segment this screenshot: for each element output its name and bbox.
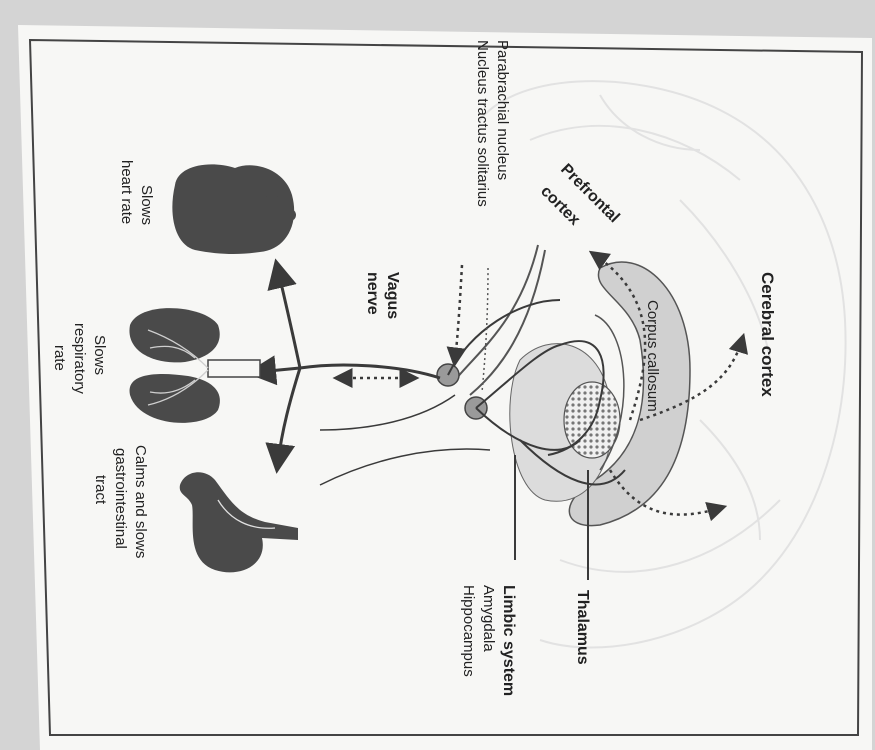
gi-label-line3: tract xyxy=(92,475,109,505)
respiratory-label-line2: respiratory xyxy=(71,323,88,394)
thalamus-label: Thalamus xyxy=(574,590,591,665)
vagus-label-line2: nerve xyxy=(364,272,381,315)
amygdala-label: Amygdala xyxy=(480,585,497,652)
respiratory-label-line3: rate xyxy=(51,345,68,371)
parabrachial-label: Parabrachial nucleus xyxy=(494,40,511,180)
corpus-callosum-label: Corpus callosum xyxy=(644,300,661,412)
heart-label-line1: Slows xyxy=(138,185,155,225)
hippocampus-label: Hippocampus xyxy=(460,585,477,677)
vagus-label-line1: Vagus xyxy=(384,272,401,319)
heart-label-line2: heart rate xyxy=(118,160,135,224)
tractus-label: Nucleus tractus solitarius xyxy=(474,40,491,207)
cerebral-cortex-label: Cerebral cortex xyxy=(758,272,777,397)
limbic-label: Limbic system xyxy=(500,585,517,696)
respiratory-label-line1: Slows xyxy=(91,335,108,375)
gi-label-line1: Calms and slows xyxy=(132,445,149,558)
gi-label-line2: gastrointestinal xyxy=(112,448,129,549)
heart-icon xyxy=(172,164,296,254)
